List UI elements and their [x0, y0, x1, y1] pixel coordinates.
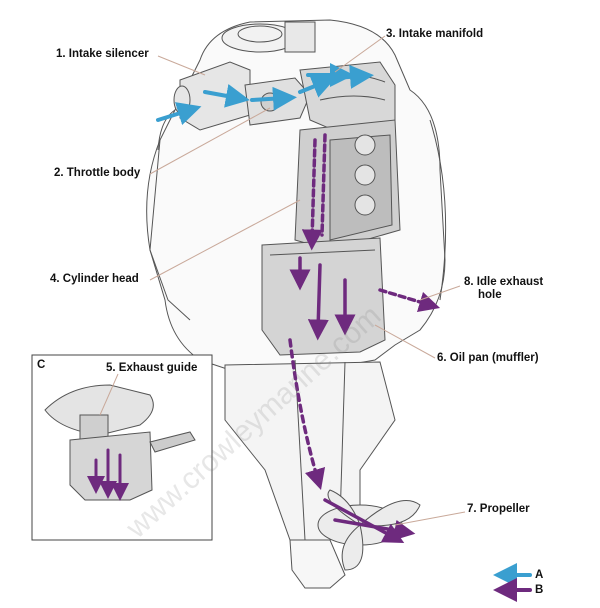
- label-throttle-body: 2. Throttle body: [54, 167, 141, 179]
- leader-lines: [149, 35, 466, 526]
- flywheel: [221, 21, 316, 53]
- inset-tag: C: [37, 359, 46, 371]
- inset-exhaust-guide: [31, 354, 213, 541]
- exhaust-flow: [288, 133, 441, 544]
- label-idle-exhaust-line2: hole: [478, 289, 502, 301]
- lower-unit: [289, 539, 346, 589]
- legend-a-label: A: [535, 569, 544, 581]
- label-idle-exhaust-line1: 8. Idle exhaust: [464, 276, 544, 288]
- label-exhaust-guide: 5. Exhaust guide: [106, 362, 198, 374]
- label-intake-silencer: 1. Intake silencer: [56, 48, 149, 60]
- label-intake-manifold: 3. Intake manifold: [386, 28, 484, 40]
- label-oil-pan: 6. Oil pan (muffler): [437, 352, 539, 364]
- legend-b-label: B: [535, 584, 544, 596]
- label-propeller: 7. Propeller: [467, 503, 530, 515]
- intake-flow: [156, 63, 374, 126]
- legend-arrows: [493, 563, 532, 602]
- label-idle-exhaust: 8. Idle exhaust hole: [464, 276, 543, 302]
- label-cylinder-head: 4. Cylinder head: [50, 273, 139, 285]
